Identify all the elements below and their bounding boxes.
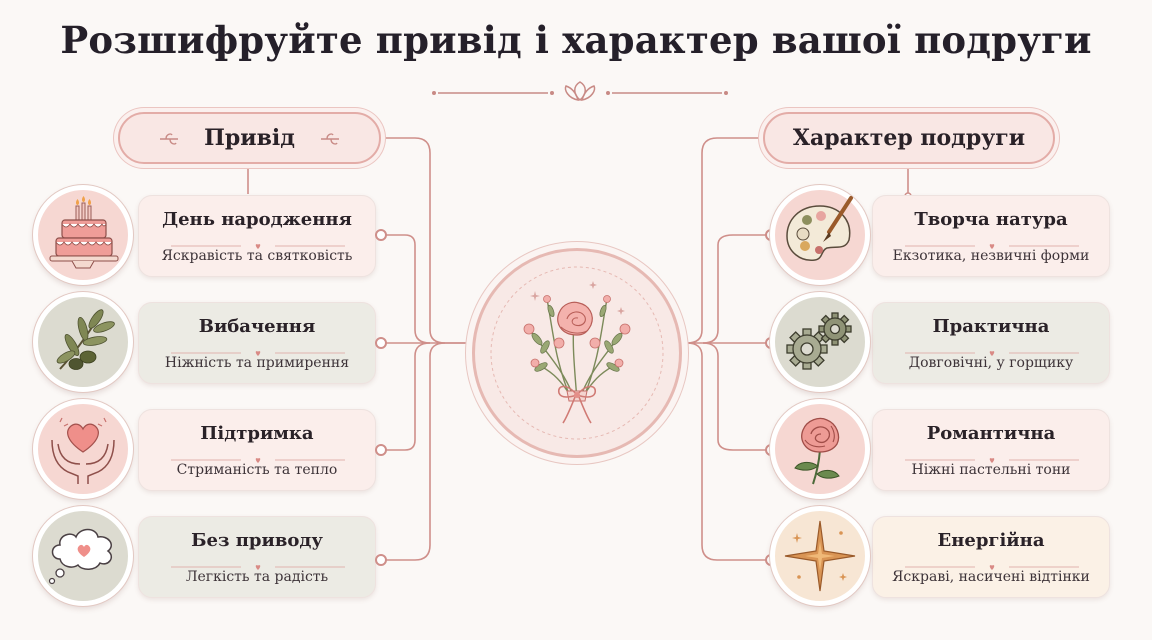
- olive-branch-icon: [33, 292, 133, 392]
- card-title: Практична: [932, 316, 1050, 337]
- connector-dot: [375, 444, 387, 456]
- character-header: Характер подруги: [763, 112, 1055, 164]
- card-title: Вибачення: [198, 316, 316, 337]
- card-description: Довговічні, у горщику: [908, 355, 1074, 371]
- occasion-card-apology: Вибачення Ніжність та примирення: [138, 302, 376, 384]
- character-card-creative: Творча натура Екзотика, незвичні форми: [872, 195, 1110, 277]
- connector-dot: [375, 337, 387, 349]
- star-icon: [770, 506, 870, 606]
- rose-icon: [770, 399, 870, 499]
- palette-icon: [770, 185, 870, 285]
- card-description: Яскравість та святковість: [161, 248, 353, 264]
- character-card-practical: Практична Довговічні, у горщику: [872, 302, 1110, 384]
- flourish-icon: [160, 133, 178, 145]
- character-card-energetic: Енергійна Яскраві, насичені відтінки: [872, 516, 1110, 598]
- page-title: Розшифруйте привід і характер вашої подр…: [60, 18, 1092, 62]
- flourish-icon: [321, 133, 339, 145]
- card-title: Енергійна: [937, 530, 1045, 551]
- card-description: Стриманість та тепло: [176, 462, 338, 478]
- card-description: Ніжні пастельні тони: [911, 462, 1071, 478]
- card-title: Без приводу: [191, 530, 323, 551]
- card-title: Підтримка: [200, 423, 314, 444]
- card-description: Яскраві, насичені відтінки: [892, 569, 1090, 585]
- title-divider-ornament: [432, 81, 728, 101]
- thought-bubble-icon: [33, 506, 133, 606]
- occasion-card-support: Підтримка Стриманість та тепло: [138, 409, 376, 491]
- occasion-header-label: Привід: [204, 125, 295, 151]
- occasion-header: Привід: [118, 112, 381, 164]
- occasion-card-no-reason: Без приводу Легкість та радість: [138, 516, 376, 598]
- connector-dot: [375, 229, 387, 241]
- card-title: Романтична: [926, 423, 1056, 444]
- gears-icon: [770, 292, 870, 392]
- character-header-label: Характер подруги: [792, 125, 1026, 151]
- bouquet-icon: [490, 266, 664, 440]
- card-description: Екзотика, незвичні форми: [892, 248, 1090, 264]
- card-title: День народження: [162, 209, 352, 230]
- birthday-cake-icon: [33, 185, 133, 285]
- hands-heart-icon: [33, 399, 133, 499]
- bouquet-medallion: [472, 248, 682, 458]
- occasion-card-birthday: День народження Яскравість та святковіст…: [138, 195, 376, 277]
- character-card-romantic: Романтична Ніжні пастельні тони: [872, 409, 1110, 491]
- card-title: Творча натура: [914, 209, 1068, 230]
- card-description: Легкість та радість: [185, 569, 329, 585]
- connector-dot: [375, 554, 387, 566]
- card-description: Ніжність та примирення: [164, 355, 350, 371]
